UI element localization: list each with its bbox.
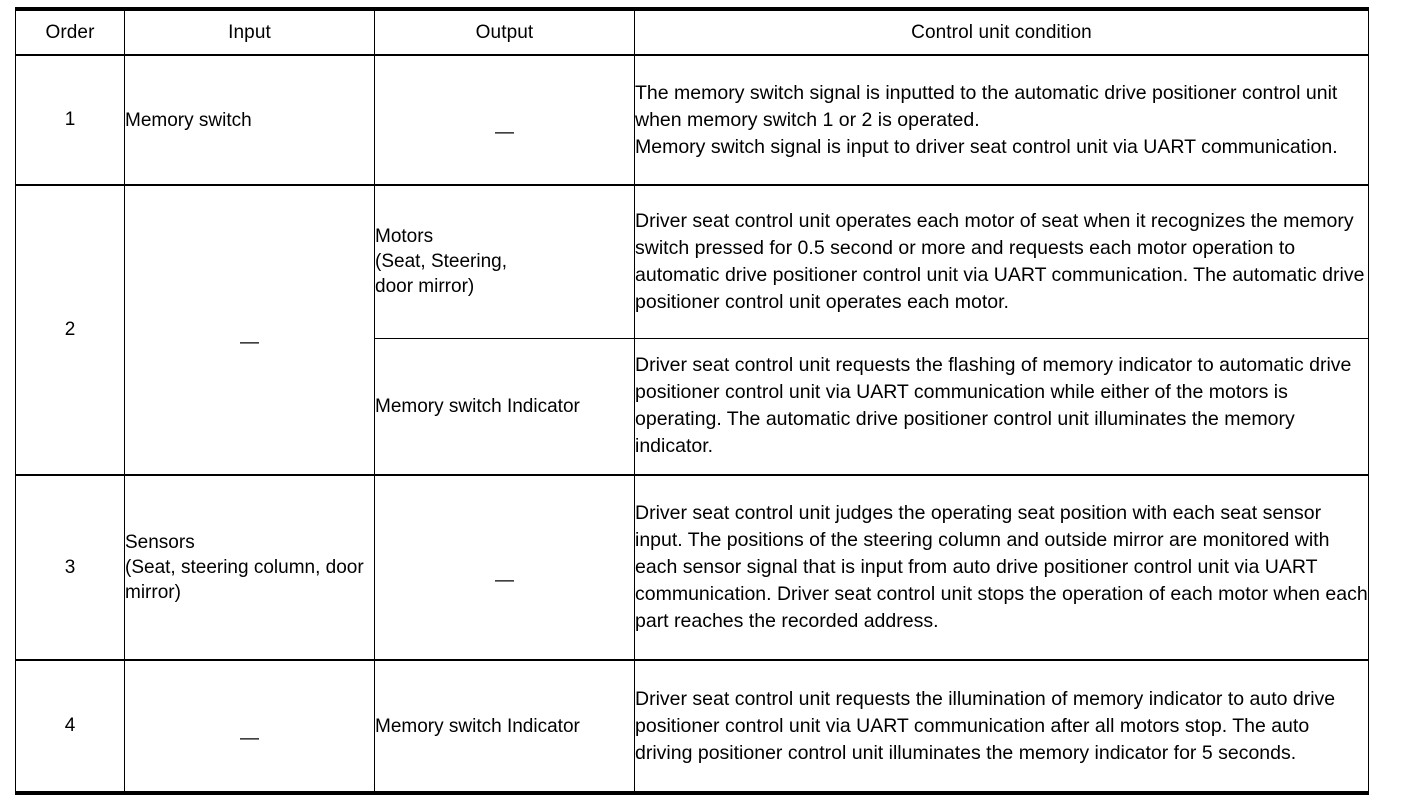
- cell-input: Memory switch: [124, 54, 375, 186]
- em-dash-glyph: —: [240, 332, 259, 353]
- cell-output: Memory switch Indicator: [374, 337, 635, 476]
- cell-condition: Driver seat control unit requests the fl…: [634, 337, 1369, 476]
- column-header-condition: Control unit condition: [634, 7, 1369, 56]
- header-row: Order Input Output Control unit conditio…: [15, 7, 1369, 56]
- table-header: Order Input Output Control unit conditio…: [15, 7, 1369, 56]
- em-dash-glyph: —: [240, 728, 259, 749]
- cell-condition: Driver seat control unit requests the il…: [634, 659, 1369, 795]
- cell-order: 3: [15, 474, 125, 661]
- cell-output: Memory switch Indicator: [374, 659, 635, 795]
- cell-condition: Driver seat control unit judges the oper…: [634, 474, 1369, 661]
- cell-input: —: [124, 184, 375, 476]
- column-header-output: Output: [374, 7, 635, 56]
- table-row: 4 — Memory switch Indicator Driver seat …: [15, 659, 1369, 795]
- cell-input: —: [124, 659, 375, 795]
- cell-order: 4: [15, 659, 125, 795]
- table-row: 2 — Motors (Seat, Steering, door mirror)…: [15, 184, 1369, 476]
- cell-input: Sensors (Seat, steering column, door mir…: [124, 474, 375, 661]
- cell-condition: The memory switch signal is inputted to …: [634, 54, 1369, 186]
- em-dash-glyph: —: [495, 122, 514, 143]
- table-body: 1 Memory switch — The memory switch sign…: [15, 54, 1369, 795]
- cell-order: 2: [15, 184, 125, 476]
- em-dash-glyph: —: [495, 569, 514, 591]
- table-row: 1 Memory switch — The memory switch sign…: [15, 54, 1369, 186]
- column-header-input: Input: [124, 7, 375, 56]
- cell-output: —: [374, 474, 635, 661]
- cell-output: —: [374, 54, 635, 186]
- table-row: 3 Sensors (Seat, steering column, door m…: [15, 474, 1369, 661]
- cell-condition: Driver seat control unit operates each m…: [634, 184, 1369, 339]
- table-row: Memory switch Indicator Driver seat cont…: [16, 337, 1369, 476]
- cell-output: Motors (Seat, Steering, door mirror): [374, 184, 635, 339]
- control-unit-condition-table: Order Input Output Control unit conditio…: [15, 7, 1369, 795]
- cell-order: 1: [15, 54, 125, 186]
- column-header-order: Order: [15, 7, 125, 56]
